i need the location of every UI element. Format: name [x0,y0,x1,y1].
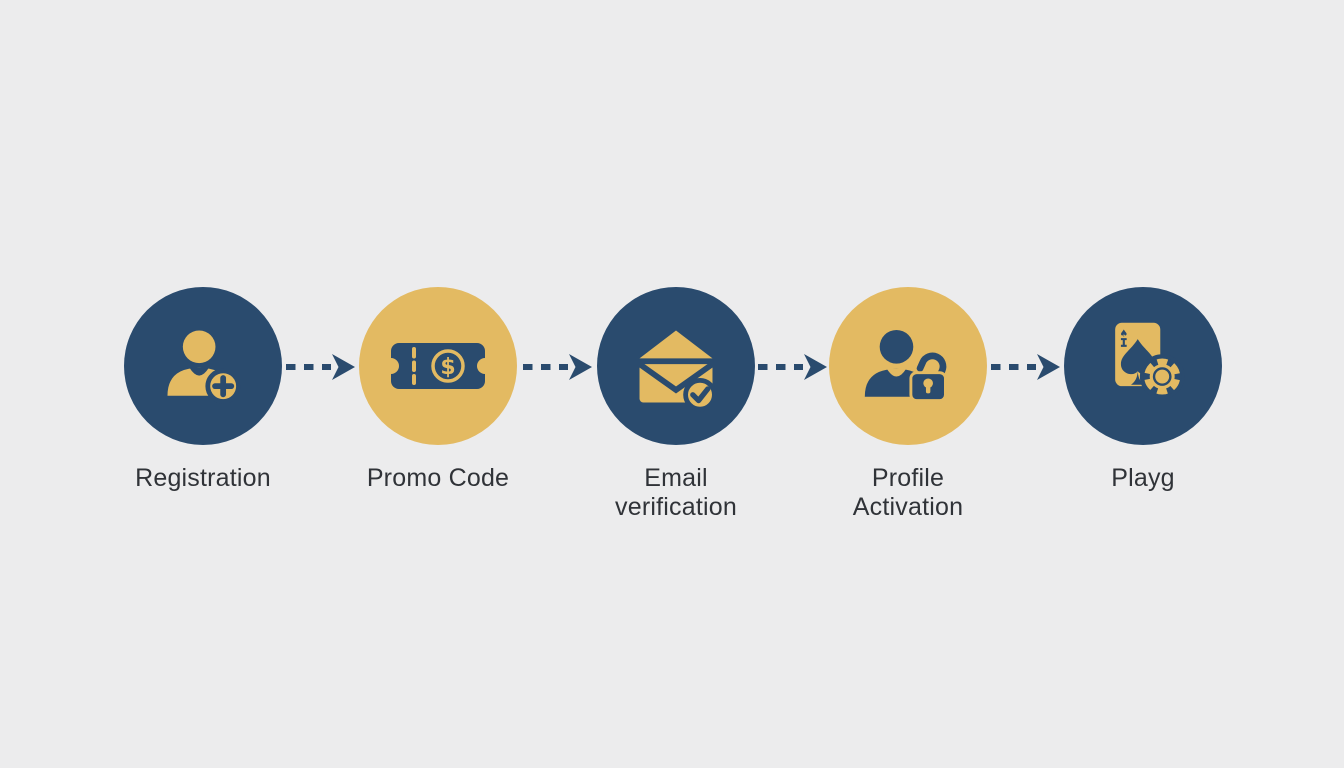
step-label: Playg [1033,464,1253,493]
step-circle-play: ♠ [1064,287,1222,445]
step-label-line: Activation [852,493,964,521]
arrow-right-icon [991,354,1060,380]
step-label: Profile Activation [798,464,1018,522]
ticket-dollar-icon: $ [388,343,488,389]
user-lock-icon [864,330,947,402]
arrow-right-icon [523,354,592,380]
dollar-glyph: $ [440,355,455,380]
step-label-line: Profile [871,464,945,492]
card-chip-icon: ♠ [1115,322,1185,399]
step-circle-profile-activation [829,287,987,445]
envelope-check-icon [637,330,717,412]
arrow-right-icon [286,354,355,380]
step-label-line: Registration [135,464,271,492]
step-label-line: verification [615,493,737,521]
step-circle-registration [124,287,282,445]
step-label: Email verification [566,464,786,522]
step-label: Registration [93,464,313,493]
step-circle-promo-code: $ [359,287,517,445]
step-label-line: Promo Code [366,464,510,492]
step-label: Promo Code [328,464,548,493]
card-suit-glyph: ♠ [1120,328,1129,339]
user-add-icon [167,330,241,404]
step-label-line: Email [644,464,708,492]
step-circle-email-verification [597,287,755,445]
arrow-right-icon [758,354,827,380]
step-label-line: Playg [1111,464,1175,492]
